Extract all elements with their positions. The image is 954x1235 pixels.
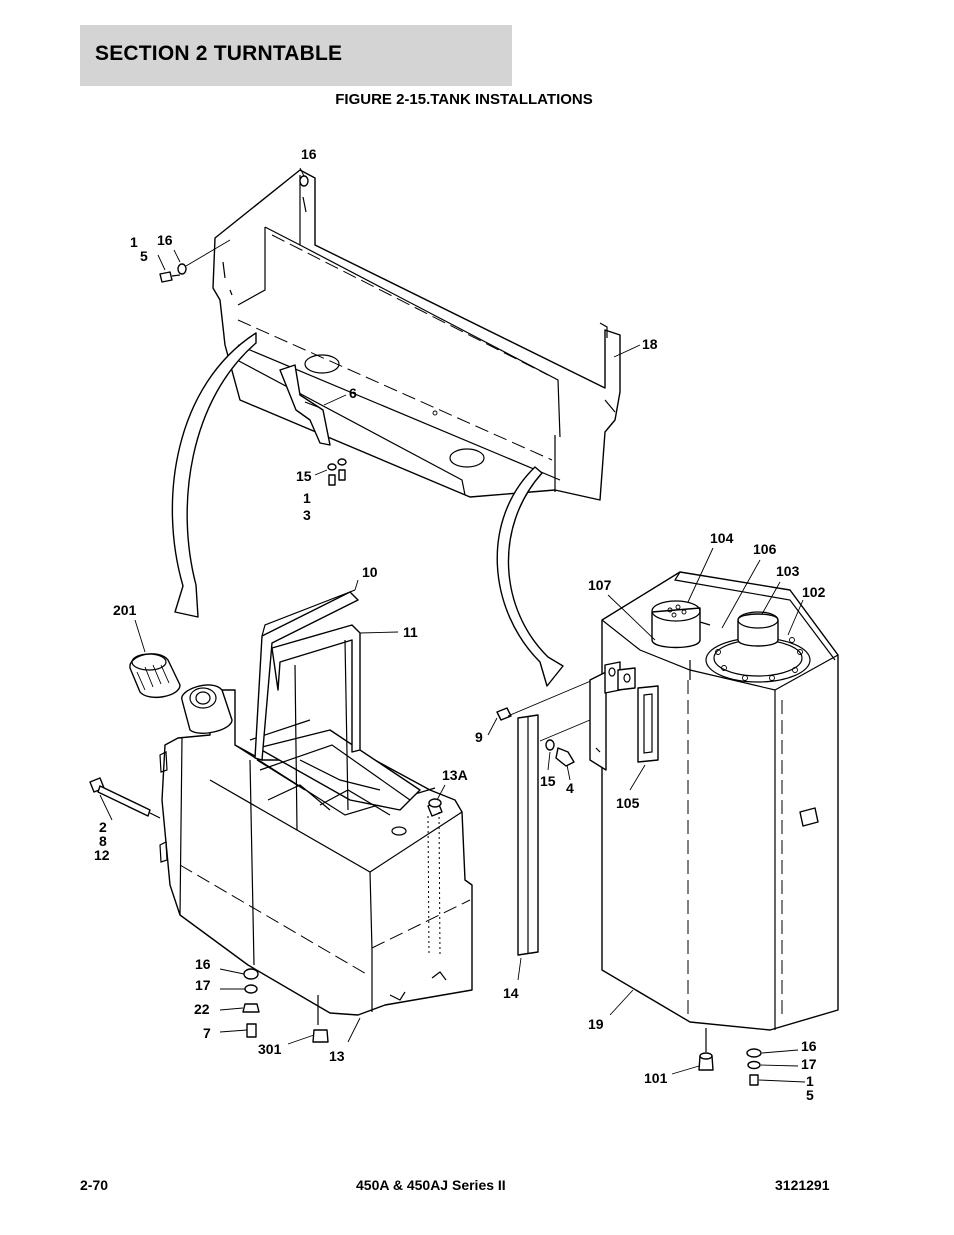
callout-15: 15 xyxy=(296,468,312,484)
callout-19: 19 xyxy=(588,1016,604,1032)
left-tank xyxy=(159,684,473,1016)
assembly-arrow-right xyxy=(496,466,564,687)
callout-5: 5 xyxy=(140,248,148,264)
callout-102: 102 xyxy=(802,584,826,600)
leader-lines xyxy=(99,167,806,1083)
callout-107: 107 xyxy=(588,577,612,593)
callout-1: 1 xyxy=(130,234,138,250)
callout-13: 13 xyxy=(329,1048,345,1064)
callout-201: 201 xyxy=(113,602,137,618)
tank-mounting-bracket xyxy=(212,169,621,501)
footer-model: 450A & 450AJ Series II xyxy=(356,1177,506,1193)
callout-101: 101 xyxy=(644,1070,668,1086)
section-title: SECTION 2 TURNTABLE xyxy=(95,42,343,65)
callout-106: 106 xyxy=(753,541,777,557)
callout-17: 17 xyxy=(195,977,211,993)
callout-16: 16 xyxy=(801,1038,817,1054)
callout-13a: 13A xyxy=(442,767,468,783)
callout-1: 1 xyxy=(806,1073,814,1089)
callout-16: 16 xyxy=(301,146,317,162)
callout-10: 10 xyxy=(362,564,378,580)
callout-1: 1 xyxy=(303,490,311,506)
assembly-arrow-left xyxy=(171,332,257,618)
mounting-strip xyxy=(496,674,606,956)
callout-labels: 16 1 5 16 18 6 15 1 3 10 11 201 2 8 12 1… xyxy=(94,146,826,1103)
callout-8: 8 xyxy=(99,833,107,849)
section-header-bar xyxy=(80,25,512,86)
tank-strap xyxy=(249,589,361,966)
callout-2: 2 xyxy=(99,819,107,835)
left-tank-small-parts xyxy=(89,653,443,1043)
footer-doc-number: 3121291 xyxy=(775,1177,830,1193)
callout-104: 104 xyxy=(710,530,734,546)
callout-12: 12 xyxy=(94,847,110,863)
footer-page-number: 2-70 xyxy=(80,1177,109,1193)
callout-17: 17 xyxy=(801,1056,817,1072)
callout-9: 9 xyxy=(475,729,483,745)
bracket-fasteners xyxy=(159,175,347,486)
callout-15: 15 xyxy=(540,773,556,789)
callout-22: 22 xyxy=(194,1001,210,1017)
callout-103: 103 xyxy=(776,563,800,579)
callout-16: 16 xyxy=(195,956,211,972)
callout-4: 4 xyxy=(566,780,574,796)
callout-3: 3 xyxy=(303,507,311,523)
callout-18: 18 xyxy=(642,336,658,352)
callout-16: 16 xyxy=(157,232,173,248)
callout-105: 105 xyxy=(616,795,640,811)
callout-301: 301 xyxy=(258,1041,282,1057)
figure-title: FIGURE 2-15.TANK INSTALLATIONS xyxy=(335,91,593,108)
right-tank xyxy=(589,571,839,1086)
callout-11: 11 xyxy=(403,624,418,640)
callout-6: 6 xyxy=(349,385,357,401)
callout-14: 14 xyxy=(503,985,519,1001)
callout-5: 5 xyxy=(806,1087,814,1103)
callout-7: 7 xyxy=(203,1025,211,1041)
